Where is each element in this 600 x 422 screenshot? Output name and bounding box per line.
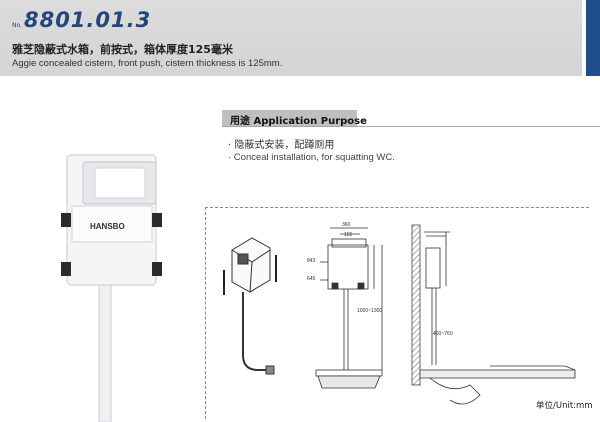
clip-left-top [61, 213, 71, 227]
clip-right-top [152, 213, 162, 227]
unit-label: 单位/Unit:mm [536, 401, 593, 411]
drawing-border-top [205, 207, 589, 208]
dim-843: 843 [307, 258, 316, 264]
clip-right-bottom [152, 262, 162, 276]
header-stripe-light [582, 0, 586, 76]
purpose-item-english: · Conceal installation, for squatting WC… [228, 152, 395, 163]
brand-logo: HANSBO [90, 222, 125, 231]
section-heading: 用途 Application Purpose [230, 116, 367, 127]
section-underline [222, 126, 600, 127]
side-elevation-drawing [411, 224, 576, 405]
isometric-drawing [223, 237, 277, 375]
dim-1000-1300: 1000~1300 [357, 308, 382, 314]
purpose-item-chinese: · 隐蔽式安装，配蹲厕用 [228, 140, 335, 151]
clip-left-bottom [61, 262, 71, 276]
cistern-front-panel [71, 205, 153, 243]
cistern-inner-panel [94, 167, 146, 199]
header-stripe-blue [586, 0, 600, 76]
dim-645: 645 [307, 276, 316, 282]
section-tab [222, 110, 357, 127]
drawing-border-left [205, 207, 206, 419]
model-number: No.8801.01.3 [12, 8, 151, 32]
title-english: Aggie concealed cistern, front push, cis… [12, 58, 283, 69]
front-elevation-drawing [315, 227, 383, 389]
header-banner: No.8801.01.3 雅芝隐蔽式水箱，前按式，箱体厚度125毫米 Aggie… [0, 0, 600, 76]
model-number-text: 8801.01.3 [23, 8, 152, 32]
section-application-purpose: 用途 Application Purpose [222, 110, 600, 127]
dim-460-760: 460~760 [433, 331, 453, 337]
dim-155: 155 [344, 232, 353, 238]
title-chinese: 雅芝隐蔽式水箱，前按式，箱体厚度125毫米 [12, 43, 233, 56]
dim-360: 360 [342, 222, 351, 228]
model-prefix: No. [12, 22, 22, 29]
